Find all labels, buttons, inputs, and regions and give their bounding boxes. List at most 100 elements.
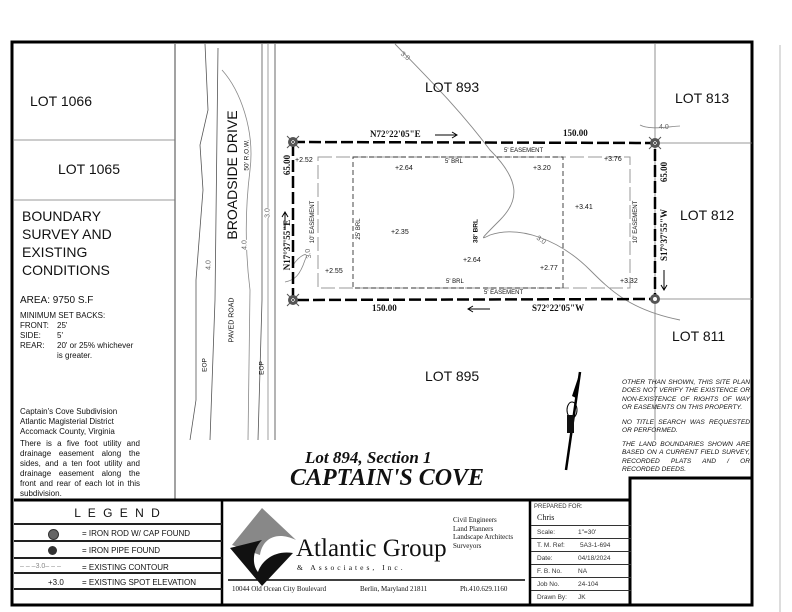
eop-label: EOP xyxy=(201,358,209,372)
contour-label: 3.0 xyxy=(264,208,272,218)
info-row: Drawn By:JK xyxy=(531,590,631,604)
note-boundaries: THE LAND BOUNDARIES SHOWN ARE BASED ON A… xyxy=(622,441,750,474)
info-value: 5A3-1-694 xyxy=(580,542,611,549)
spot-elevation: +2.64 xyxy=(463,257,481,264)
contour-4 xyxy=(221,69,252,441)
info-value: 1"=30' xyxy=(578,529,597,536)
note-title-search: NO TITLE SEARCH WAS REQUESTED OR PERFORM… xyxy=(622,419,750,435)
service: Land Planners xyxy=(453,524,494,533)
spot-elevation: +2.64 xyxy=(395,165,413,172)
north-arrow-icon xyxy=(564,371,582,471)
iron-rod-cap-icon xyxy=(286,293,300,307)
setbacks-heading: MINIMUM SET BACKS: xyxy=(20,311,106,320)
subdivision-line: Captain's Cove Subdivision xyxy=(20,407,118,416)
project-info: PREPARED FOR: Chris Scale:1"=30' T. M. R… xyxy=(531,502,631,604)
north-bearing: N72°22'05"E xyxy=(370,129,421,139)
survey-title-line: BOUNDARY xyxy=(22,208,102,224)
info-label: T. M. Ref: xyxy=(537,542,565,549)
info-value: 24-104 xyxy=(578,581,599,588)
spot-elevation: +2.55 xyxy=(325,268,343,275)
lot-811-label: LOT 811 xyxy=(672,328,726,344)
contour-label: 3.0 xyxy=(304,248,314,259)
subdivision-line: Accomack County, Virginia xyxy=(20,427,115,436)
info-row: T. M. Ref: 5A3-1-694 xyxy=(531,538,631,552)
setback-value: 5' xyxy=(57,331,63,340)
brl-bottom-label: 5' BRL xyxy=(446,279,464,285)
info-value: 04/18/2024 xyxy=(578,555,611,562)
eop-line xyxy=(257,44,263,441)
setbacks: MINIMUM SET BACKS: FRONT: 25' SIDE: 5' REA… xyxy=(20,311,133,361)
contour-line-icon: – – –3.0– – – xyxy=(20,563,61,570)
arrow-south-icon xyxy=(660,270,668,291)
service: Surveyors xyxy=(453,541,482,550)
brl-right-label: 38' BRL xyxy=(472,219,480,243)
plat-lot-title: Lot 894, Section 1 xyxy=(305,448,432,467)
arrow-west-icon xyxy=(467,305,490,313)
survey-title: BOUNDARY SURVEY AND EXISTING CONDITIONS xyxy=(22,207,112,279)
iron-rod-cap-icon xyxy=(48,529,59,540)
info-row: Scale: 1"=30' xyxy=(531,525,631,539)
road-edge xyxy=(209,47,219,441)
arrow-north-icon xyxy=(281,211,289,230)
eop-line xyxy=(189,43,209,441)
building-restriction-line xyxy=(352,156,564,289)
company-logo-icon xyxy=(230,508,296,586)
setback-value: 25' xyxy=(57,321,68,330)
company-phone: Ph.410.629.1160 xyxy=(460,585,508,593)
info-value: JK xyxy=(578,594,586,601)
iron-pipe-icon xyxy=(650,294,660,304)
legend: L E G E N D = IRON ROD W/ CAP FOUND = IR… xyxy=(14,502,222,603)
info-value: NA xyxy=(578,568,588,575)
info-label: Scale: xyxy=(537,529,556,536)
contour-3-site xyxy=(394,43,681,321)
company-city: Berlin, Maryland 21811 xyxy=(360,585,428,593)
spot-elevation-icon: +3.0 xyxy=(48,578,64,587)
spot-elevation: +2.52 xyxy=(295,157,313,164)
subdivision-line: Atlantic Magisterial District xyxy=(20,417,114,426)
setback-label: FRONT: xyxy=(20,321,49,330)
brl-top-label: 5' BRL xyxy=(445,159,463,165)
company-address: 10044 Old Ocean City Boulevard xyxy=(232,585,327,593)
survey-title-line: CONDITIONS xyxy=(22,262,110,278)
iron-rod-cap-icon xyxy=(648,136,662,150)
legend-label: = EXISTING SPOT ELEVATION xyxy=(82,578,197,587)
iron-pipe-icon xyxy=(48,546,57,555)
lot-1066-label: LOT 1066 xyxy=(30,93,93,109)
west-distance: 65.00 xyxy=(282,154,292,176)
brl-left-label: 25' BRL xyxy=(356,218,362,240)
area-label: AREA: 9750 S.F xyxy=(20,295,94,306)
lot-1065-label: LOT 1065 xyxy=(58,161,121,177)
service: Landscape Architects xyxy=(453,533,514,541)
legend-divider xyxy=(14,588,222,590)
setback-label: REAR: xyxy=(20,341,45,350)
road-name: BROADSIDE DRIVE xyxy=(224,110,240,240)
plat-name-title: CAPTAIN'S COVE xyxy=(290,465,485,491)
setback-value: 20' or 25% whichever xyxy=(57,341,134,350)
company-subname: & Associates, Inc. xyxy=(297,563,406,572)
contour-label: 4.0 xyxy=(205,260,213,270)
spot-elevation: +3.76 xyxy=(604,156,622,163)
outer-frame xyxy=(10,40,754,607)
spot-elevation: +3.41 xyxy=(575,204,593,211)
setback-label: SIDE: xyxy=(20,331,41,340)
paved-road-label: PAVED ROAD xyxy=(228,297,236,343)
lot-812-label: LOT 812 xyxy=(680,207,735,223)
info-label: Date: xyxy=(537,555,553,562)
lot-893-label: LOT 893 xyxy=(425,79,480,95)
legend-label: = EXISTING CONTOUR xyxy=(82,563,169,572)
prepared-for-label: PREPARED FOR: xyxy=(534,504,583,510)
legend-label: = IRON ROD W/ CAP FOUND xyxy=(82,529,191,538)
legend-title: L E G E N D xyxy=(74,506,162,520)
east-distance: 65.00 xyxy=(659,161,669,183)
row-label: 50' R.O.W. xyxy=(243,139,251,171)
easement-right-label: 10' EASEMENT xyxy=(633,200,639,244)
contour-label: 4.0 xyxy=(659,124,669,131)
legend-label: = IRON PIPE FOUND xyxy=(82,546,161,555)
subdivision-info: Captain's Cove Subdivision Atlantic Magi… xyxy=(20,407,117,437)
survey-title-line: SURVEY AND xyxy=(22,226,112,242)
easement-left-label: 10' EASEMENT xyxy=(310,200,316,244)
legend-item: = IRON PIPE FOUND xyxy=(14,540,222,561)
easement-note: There is a five foot utility and drainag… xyxy=(20,439,140,498)
spot-elevation: +3.32 xyxy=(620,278,638,285)
